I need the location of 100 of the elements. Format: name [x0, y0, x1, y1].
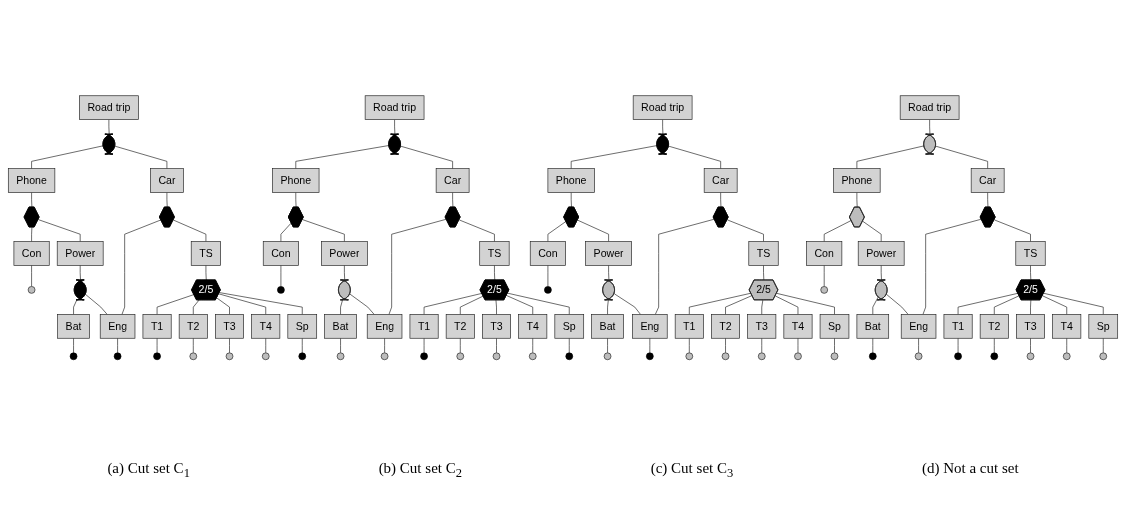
- node-circle: [380, 352, 389, 361]
- node-circle: [721, 352, 730, 361]
- connector: [229, 337, 230, 354]
- connector: [776, 293, 835, 315]
- node-box: [703, 168, 738, 193]
- node-circle: [69, 352, 78, 361]
- connector: [987, 192, 989, 208]
- connector: [570, 192, 572, 208]
- node-circle: [153, 352, 161, 361]
- node-circle: [456, 352, 465, 361]
- connector: [823, 220, 852, 242]
- node-box: [190, 241, 221, 266]
- node-box: [943, 314, 973, 339]
- node-box: [178, 314, 208, 339]
- connector: [219, 292, 303, 315]
- connector: [725, 295, 753, 315]
- connector: [400, 145, 453, 169]
- connector: [720, 192, 722, 208]
- node-circle: [225, 352, 234, 361]
- connector: [668, 145, 721, 169]
- node-box: [482, 314, 511, 339]
- connector: [763, 265, 765, 281]
- connector: [608, 265, 610, 281]
- node-box: [409, 314, 439, 339]
- node-box: [7, 168, 56, 193]
- connector: [797, 337, 799, 354]
- connector: [459, 337, 461, 354]
- node-box: [747, 314, 777, 339]
- connector: [862, 220, 882, 242]
- connector: [570, 145, 658, 169]
- connector: [452, 192, 454, 208]
- connector: [726, 219, 764, 242]
- connector: [73, 337, 74, 354]
- connector: [295, 192, 297, 208]
- connector: [1030, 337, 1031, 354]
- node-box: [979, 314, 1009, 339]
- connector: [388, 218, 447, 315]
- node-box: [1016, 314, 1045, 339]
- node-box: [215, 314, 244, 339]
- node-box: [251, 314, 281, 339]
- connector: [880, 265, 882, 281]
- node-circle: [420, 352, 428, 361]
- node-box: [262, 241, 299, 266]
- connector: [662, 119, 664, 135]
- connector: [993, 295, 1020, 315]
- node-box: [518, 314, 548, 339]
- connector: [507, 292, 570, 315]
- node-box: [13, 241, 50, 266]
- node-box: [554, 314, 585, 339]
- connector: [31, 226, 33, 242]
- caption: (b) Cut set C$_{2}$: [378, 460, 462, 481]
- connector: [192, 299, 200, 315]
- node-circle: [794, 352, 802, 361]
- connector: [349, 293, 375, 315]
- connector: [929, 119, 931, 135]
- node-box: [857, 241, 905, 266]
- caption: (d) Not a cut set: [921, 460, 1019, 478]
- connector: [872, 296, 879, 315]
- connector: [1102, 337, 1104, 354]
- connector: [1043, 292, 1104, 315]
- node-circle: [113, 352, 122, 361]
- connector: [394, 119, 396, 135]
- connector: [31, 265, 32, 287]
- connector: [205, 265, 207, 281]
- node-box: [711, 314, 740, 339]
- connector: [607, 337, 608, 354]
- node-box: [435, 168, 470, 193]
- connector: [834, 337, 835, 354]
- node-box: [364, 95, 425, 120]
- connector: [577, 219, 609, 242]
- node-box: [819, 314, 850, 339]
- connector: [73, 299, 77, 315]
- caption: (a) Cut set C$_{1}$: [107, 460, 190, 481]
- node-box: [783, 314, 813, 339]
- connector: [218, 293, 267, 315]
- connector: [31, 145, 104, 169]
- connector: [265, 337, 267, 354]
- node-circle: [869, 352, 877, 361]
- node-box: [99, 314, 136, 339]
- connector: [1030, 299, 1032, 315]
- node-circle: [820, 286, 828, 294]
- node-box: [632, 314, 668, 339]
- node-box: [970, 168, 1005, 193]
- node-circle: [492, 352, 501, 361]
- connector: [117, 337, 118, 354]
- connector: [344, 265, 346, 281]
- connector: [459, 295, 484, 315]
- connector: [688, 337, 690, 354]
- node-circle: [565, 352, 574, 361]
- node-circle: [1062, 352, 1071, 361]
- node-box: [324, 314, 357, 339]
- node-box: [479, 241, 510, 266]
- connector: [957, 292, 1019, 315]
- connector: [192, 337, 194, 354]
- connector: [761, 337, 763, 354]
- node-circle: [685, 352, 694, 361]
- node-box: [272, 168, 320, 193]
- connector: [384, 337, 385, 354]
- node-box: [900, 314, 937, 339]
- connector: [121, 219, 162, 315]
